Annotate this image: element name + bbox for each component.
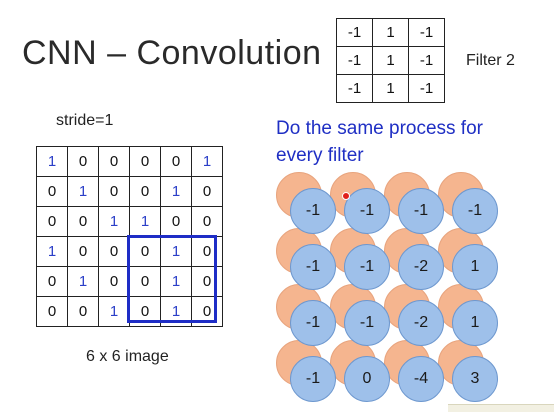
image-cell: 0 bbox=[160, 146, 192, 177]
image-cell: 0 bbox=[67, 236, 99, 267]
feature-map-value: -1 bbox=[290, 244, 336, 290]
image-cell: 1 bbox=[129, 206, 161, 237]
filter-cell: -1 bbox=[408, 46, 445, 75]
feature-map-value: 3 bbox=[452, 356, 498, 402]
filter-cell: -1 bbox=[408, 74, 445, 103]
image-cell: 0 bbox=[129, 176, 161, 207]
stride-label: stride=1 bbox=[56, 112, 114, 129]
feature-map-value: 1 bbox=[452, 244, 498, 290]
image-cell: 0 bbox=[98, 176, 130, 207]
feature-map-value: -2 bbox=[398, 244, 444, 290]
image-cell: 0 bbox=[191, 206, 223, 237]
image-cell: 0 bbox=[36, 266, 68, 297]
image-cell: 0 bbox=[191, 176, 223, 207]
feature-map-value: -1 bbox=[344, 244, 390, 290]
image-cell: 1 bbox=[160, 176, 192, 207]
image-cell: 0 bbox=[98, 146, 130, 177]
convolution-window bbox=[127, 235, 217, 323]
image-cell: 0 bbox=[36, 296, 68, 327]
image-cell: 1 bbox=[98, 296, 130, 327]
image-cell: 0 bbox=[67, 296, 99, 327]
process-note-line: every filter bbox=[276, 145, 364, 166]
image-cell: 0 bbox=[67, 146, 99, 177]
image-cell: 0 bbox=[67, 206, 99, 237]
image-cell: 1 bbox=[67, 176, 99, 207]
image-cell: 0 bbox=[160, 206, 192, 237]
filter-cell: -1 bbox=[336, 46, 373, 75]
filter-cell: 1 bbox=[372, 74, 409, 103]
image-cell: 0 bbox=[98, 236, 130, 267]
feature-map-value: -1 bbox=[398, 188, 444, 234]
feature-map-value: -1 bbox=[290, 300, 336, 346]
feature-map-value: -4 bbox=[398, 356, 444, 402]
image-cell: 0 bbox=[98, 266, 130, 297]
filter-cell: 1 bbox=[372, 18, 409, 47]
feature-map-value: -1 bbox=[344, 188, 390, 234]
image-cell: 0 bbox=[129, 146, 161, 177]
slide-title: CNN – Convolution bbox=[22, 34, 322, 72]
image-cell: 0 bbox=[191, 266, 223, 297]
feature-map-value: 0 bbox=[344, 356, 390, 402]
process-note-line: Do the same process for bbox=[276, 118, 483, 139]
feature-map-value: -1 bbox=[290, 356, 336, 402]
feature-map-value: -1 bbox=[290, 188, 336, 234]
feature-map-value: -1 bbox=[452, 188, 498, 234]
feature-map-value: -2 bbox=[398, 300, 444, 346]
image-cell: 0 bbox=[36, 176, 68, 207]
image-cell: 1 bbox=[36, 236, 68, 267]
process-note: Do the same process for every filter bbox=[276, 115, 483, 169]
image-cell: 1 bbox=[98, 206, 130, 237]
image-cell: 0 bbox=[36, 206, 68, 237]
filter-label: Filter 2 bbox=[466, 52, 515, 69]
image-cell: 1 bbox=[191, 146, 223, 177]
filter-cell: -1 bbox=[336, 18, 373, 47]
image-cell: 1 bbox=[36, 146, 68, 177]
image-label: 6 x 6 image bbox=[86, 348, 169, 365]
feature-map-value: -1 bbox=[344, 300, 390, 346]
image-cell: 1 bbox=[67, 266, 99, 297]
filter-cell: 1 bbox=[372, 46, 409, 75]
corner-decoration bbox=[448, 404, 554, 412]
filter-cell: -1 bbox=[336, 74, 373, 103]
pointer-dot bbox=[342, 192, 350, 200]
filter-cell: -1 bbox=[408, 18, 445, 47]
feature-map-value: 1 bbox=[452, 300, 498, 346]
